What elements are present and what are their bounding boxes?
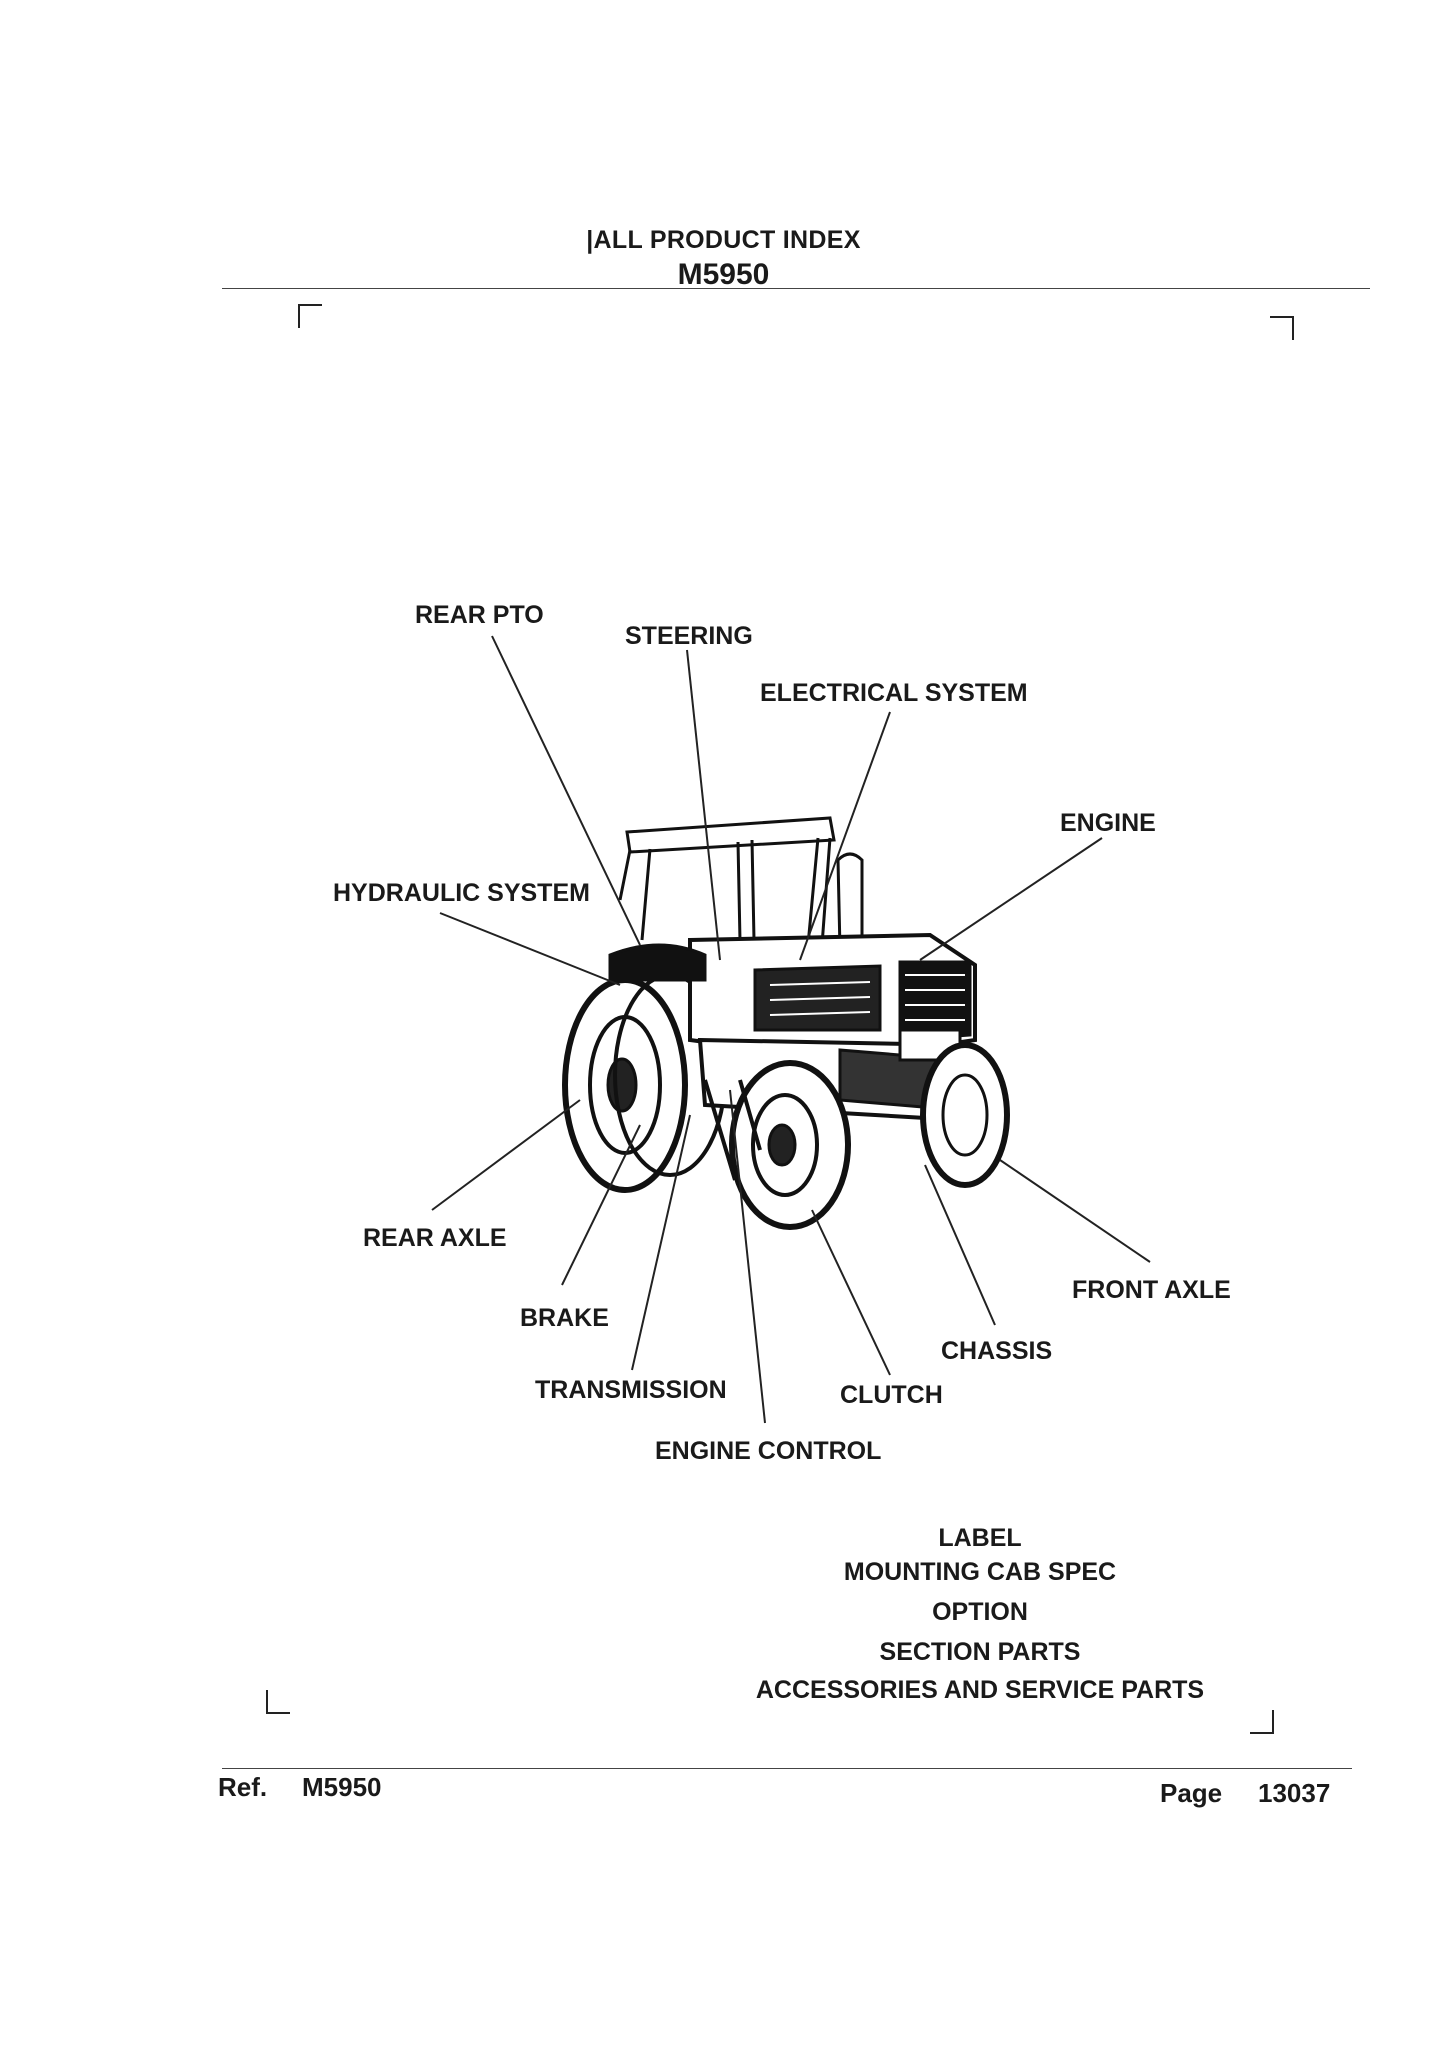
label-hydraulic-system: HYDRAULIC SYSTEM — [333, 879, 590, 907]
leader-rear-pto — [491, 635, 641, 946]
section-label: LABEL — [938, 1524, 1022, 1552]
crop-mark-top-right — [1270, 316, 1294, 340]
leader-lines — [431, 635, 1151, 1424]
leader-transmission — [631, 1114, 691, 1371]
label-electrical-system: ELECTRICAL SYSTEM — [760, 679, 1028, 707]
page-number: 13037 — [1258, 1778, 1331, 1808]
label-engine-control: ENGINE CONTROL — [655, 1437, 882, 1465]
page-label: Page — [1160, 1778, 1223, 1808]
label-rear-pto: REAR PTO — [415, 601, 544, 629]
index-title: |ALL PRODUCT INDEX — [586, 226, 861, 254]
crop-mark-bottom-right — [1250, 1710, 1274, 1734]
label-front-axle: FRONT AXLE — [1072, 1276, 1231, 1304]
section-option: OPTION — [932, 1598, 1028, 1626]
section-mounting-cab-spec: MOUNTING CAB SPEC — [843, 1558, 1117, 1586]
leader-chassis — [924, 1164, 996, 1326]
leader-rear-axle — [431, 1099, 581, 1211]
leader-hydraulic-system — [439, 912, 621, 986]
label-rear-axle: REAR AXLE — [363, 1224, 507, 1252]
label-chassis: CHASSIS — [941, 1337, 1053, 1365]
leader-engine — [919, 837, 1103, 961]
label-transmission: TRANSMISSION — [535, 1376, 727, 1404]
section-accessories-service-parts: ACCESSORIES AND SERVICE PARTS — [755, 1676, 1205, 1704]
leader-engine-control — [729, 1089, 766, 1424]
leader-steering — [686, 649, 721, 961]
crop-mark-top-left — [298, 304, 322, 328]
label-clutch: CLUTCH — [840, 1381, 943, 1409]
leader-clutch — [811, 1209, 891, 1376]
leader-electrical-system — [799, 711, 891, 961]
model-number: M5950 — [677, 258, 770, 291]
tractor-illustration — [562, 816, 1010, 1230]
label-engine: ENGINE — [1060, 809, 1156, 837]
section-parts: SECTION PARTS — [879, 1638, 1081, 1666]
crop-mark-bottom-left — [266, 1690, 290, 1714]
header-rule — [222, 288, 1370, 289]
label-brake: BRAKE — [520, 1304, 609, 1332]
ref-label: Ref. — [218, 1772, 268, 1802]
leader-brake — [561, 1124, 641, 1286]
label-steering: STEERING — [625, 622, 753, 650]
leader-front-axle — [999, 1159, 1151, 1263]
footer-rule — [222, 1768, 1352, 1769]
ref-value: M5950 — [302, 1772, 382, 1802]
